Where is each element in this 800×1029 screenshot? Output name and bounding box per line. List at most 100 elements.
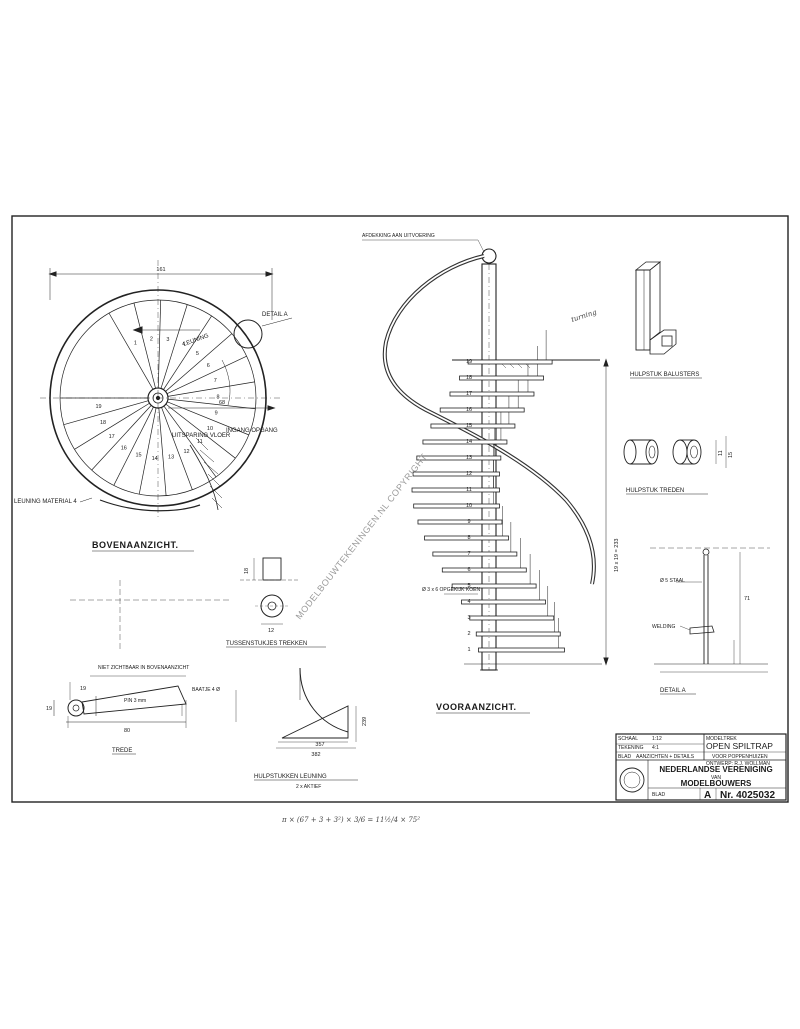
tb-title-main: OPEN SPILTRAP [706,741,773,751]
front-step-number: 7 [467,551,470,557]
front-tread [469,615,555,621]
step-number: 6 [207,363,210,369]
step-number: 1 [134,340,137,346]
front-tread [430,423,516,429]
front-tread [412,471,500,477]
tread-line [91,405,152,471]
top-view-title: BOVENAANZICHT. [92,540,179,550]
tb-sheet-label: BLAD [652,792,665,798]
front-tread [411,487,500,493]
tread-line [63,400,149,426]
front-tread [475,631,561,637]
dim-rail-h: 239 [362,717,368,726]
dim-tread-width: 19 [46,706,52,712]
tread-line [158,407,167,496]
detail-a-callout: DETAIL A [262,312,288,318]
tread-line [74,402,150,450]
dim-rail-w1: 357 [315,742,324,748]
tb-object-label: MODELTREK [706,736,737,742]
dim-top-width: 161 [156,267,165,273]
front-step-number: 3 [467,615,470,621]
tb-org-line1: NEDERLANDSE VERENIGING [659,765,772,774]
tread-line [166,355,247,395]
top-view [40,260,293,520]
front-step-number: 5 [467,583,470,589]
tread-line [108,312,154,390]
step-number: 19 [96,404,102,410]
baluster-aid-title: HULPSTUK BALUSTERS [630,372,699,378]
tread-line [167,401,249,436]
step-number: 2 [150,336,153,342]
front-step-number: 19 [466,359,472,365]
step-number: 9 [215,411,218,417]
tread-line [113,406,154,486]
sheet-border [11,215,789,803]
tube-label: Ø 3 x 6 OPGEKIJK KOEN [422,587,480,593]
handrail-aid [276,667,357,749]
tread-line [163,405,217,478]
cut-from-top-note: NIET ZICHTBAAR IN BOVENAANZICHT [98,665,189,671]
step-number: 13 [168,455,174,461]
front-tread [467,359,553,365]
tread-line [163,315,212,390]
spacer-detail [240,557,300,625]
front-tread [422,439,508,445]
railing-label: LEUNING [183,333,210,348]
floor-cutout-label: UITSPARING VLOER [172,433,231,439]
dim-tread-length: 80 [124,728,130,734]
tb-number: Nr. 4025032 [720,790,775,801]
tb-drawing-label: BLAD [618,754,631,760]
tb-drawing-value: AANZICHTEN + DETAILS [636,754,695,760]
front-tread [461,599,546,605]
baluster-aid [634,261,677,355]
detail-a-title: DETAIL A [660,688,686,694]
tb-notation-value: 4:1 [652,745,659,751]
tb-org-line2: VAN [711,775,721,781]
handwritten-formula: π × (67 + 3 + 3²) × 3/6 = 11½/4 × 75² [281,816,420,824]
tread-line [161,407,193,490]
front-step-number: 16 [466,407,472,413]
front-step-number: 6 [467,567,470,573]
weld-label: WELDING [652,624,675,630]
step-number: 4 [182,342,185,348]
tb-scale-value: 1:12 [652,736,662,742]
railing-top-label: AFDEKKING AAN UITVOERING [362,233,435,239]
detail-a [650,547,770,673]
front-step-number: 15 [466,423,472,429]
front-tread [432,551,518,557]
step-number: 11 [197,439,203,445]
step-number: 7 [214,378,217,384]
front-step-number: 1 [467,647,470,653]
tread-line [165,403,236,459]
dim-radius: 68 [219,400,225,406]
step-number: 14 [152,456,158,462]
tb-scale-label: SCHAAL [618,736,638,742]
dim-tread-angle: 19 [80,686,86,692]
tread-line [138,407,157,495]
front-tread [417,519,503,525]
step-number: 3 [166,337,169,343]
tread-line [165,333,233,392]
tb-notation-label: TEKENING [618,745,644,751]
tb-sheet-value: A [704,790,711,801]
dim-rail-w2: 382 [311,752,320,758]
front-view [362,239,609,671]
front-tread [441,567,527,573]
tb-org-line3: MODELBOUWERS [681,779,752,788]
steel-rod-label: Ø 5 STAAL [660,578,685,584]
tb-title-sub: VOOR POPPENHUIZEN [712,754,768,760]
step-number: 5 [196,351,199,357]
tread-detail [53,580,237,728]
front-tread [459,375,544,381]
step-number: 17 [109,434,115,440]
front-tread [449,391,535,397]
front-tread [451,583,537,589]
spacer-title: TUSSENSTUKJES TREKKEN [226,641,307,647]
handwritten-note: turning [570,308,598,324]
tread-line [133,302,156,389]
front-tread [424,535,509,541]
dim-tread-aid-h: 11 [718,450,724,456]
step-number: 18 [100,420,106,426]
front-step-number: 18 [466,375,472,381]
